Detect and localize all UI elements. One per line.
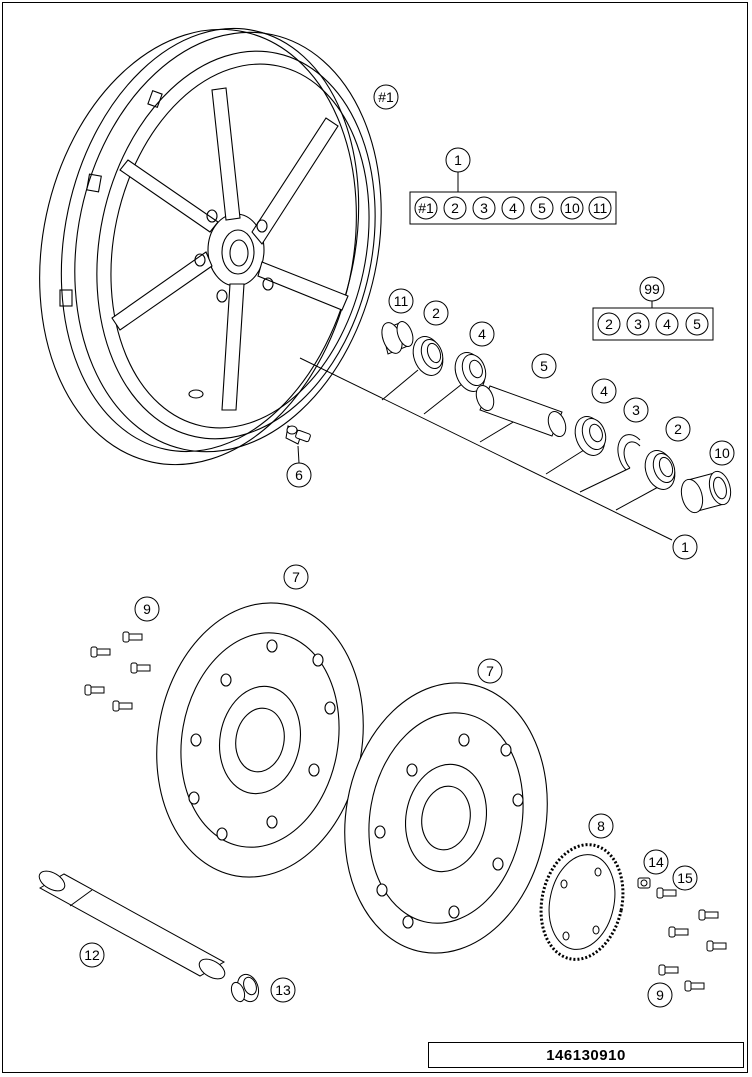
svg-text:4: 4 — [663, 316, 671, 332]
spacer-part-10 — [680, 470, 732, 514]
svg-text:5: 5 — [693, 316, 701, 332]
abs-ring-part-8 — [539, 843, 625, 961]
spacer-tube-part-5 — [475, 384, 567, 438]
kit-item-4: 5 — [685, 312, 709, 336]
kit-item-1: 2 — [597, 312, 621, 336]
svg-text:4: 4 — [600, 383, 608, 399]
kit-item-3: 4 — [655, 312, 679, 336]
callout-screws-9-right: 9 — [647, 982, 673, 1008]
document-number-box: 146130910 — [428, 1042, 744, 1068]
callout-wheel: #1 — [373, 84, 399, 110]
callout-screw-15: 15 — [672, 865, 698, 891]
svg-text:1: 1 — [681, 539, 689, 555]
svg-text:3: 3 — [480, 200, 488, 216]
svg-text:#1: #1 — [418, 200, 434, 216]
circlip-part-3 — [617, 434, 641, 471]
set-item-6: 10 — [560, 196, 584, 220]
svg-text:12: 12 — [84, 947, 100, 963]
svg-text:4: 4 — [478, 326, 486, 342]
callout-disc-7-left: 7 — [283, 564, 309, 590]
set-item-4: 4 — [501, 196, 525, 220]
set-item-5: 5 — [530, 196, 554, 220]
seal-part-2-left — [412, 336, 444, 376]
svg-text:3: 3 — [634, 316, 642, 332]
svg-text:9: 9 — [656, 987, 664, 1003]
callout-seal-2-right: 2 — [665, 416, 691, 442]
svg-text:7: 7 — [486, 663, 494, 679]
svg-text:11: 11 — [593, 200, 608, 216]
svg-text:6: 6 — [295, 467, 303, 483]
set-item-2: 2 — [443, 196, 467, 220]
set-item-7: 11 — [588, 196, 612, 220]
svg-text:13: 13 — [275, 982, 291, 998]
svg-text:11: 11 — [394, 293, 409, 309]
svg-text:10: 10 — [714, 445, 730, 461]
set-item-3: 3 — [472, 196, 496, 220]
svg-text:1: 1 — [454, 152, 462, 168]
svg-text:7: 7 — [292, 569, 300, 585]
svg-text:8: 8 — [597, 818, 605, 834]
document-number: 146130910 — [546, 1046, 626, 1064]
callout-abs-ring-8: 8 — [588, 813, 614, 839]
callout-valve-6: 6 — [286, 445, 312, 488]
callout-sensor-14: 14 — [643, 849, 669, 875]
svg-text:10: 10 — [564, 200, 580, 216]
svg-text:2: 2 — [605, 316, 613, 332]
hub-parts-leader-lines — [299, 357, 673, 541]
screws-part-9-right — [658, 909, 727, 992]
screw-part-15 — [656, 887, 677, 899]
callout-tube-5: 5 — [531, 353, 557, 379]
spacer-part-11 — [381, 321, 414, 355]
brake-disc-right — [344, 682, 548, 954]
callout-circlip-3: 3 — [623, 397, 649, 423]
callout-nut-13: 13 — [270, 977, 296, 1003]
valve-part-6 — [285, 425, 311, 445]
kit-item-2: 3 — [626, 312, 650, 336]
svg-text:2: 2 — [451, 200, 459, 216]
svg-text:15: 15 — [677, 870, 693, 886]
callout-axle-12: 12 — [79, 942, 105, 968]
bearing-part-4-left — [454, 352, 487, 392]
callout-set-header: 1 — [445, 147, 471, 192]
bearing-part-4-right — [574, 416, 607, 456]
svg-text:9: 9 — [143, 601, 151, 617]
svg-text:14: 14 — [648, 854, 664, 870]
brake-disc-left — [156, 602, 364, 878]
callout-bearing-4-left: 4 — [469, 321, 495, 347]
svg-text:5: 5 — [540, 358, 548, 374]
svg-text:#1: #1 — [378, 89, 394, 105]
svg-text:2: 2 — [674, 421, 682, 437]
set-item-1: #1 — [414, 196, 438, 220]
callout-disc-7-right: 7 — [477, 658, 503, 684]
front-wheel-rim — [39, 27, 382, 466]
seal-part-2-right — [644, 450, 676, 490]
nut-part-13 — [230, 973, 260, 1003]
svg-text:4: 4 — [509, 200, 517, 216]
callout-seal-2-left: 2 — [423, 300, 449, 326]
callout-spacer-11: 11 — [388, 288, 414, 314]
svg-text:99: 99 — [644, 281, 660, 297]
svg-text:2: 2 — [432, 305, 440, 321]
callout-assembly-1: 1 — [672, 534, 698, 560]
callout-spacer-10: 10 — [709, 440, 735, 466]
svg-text:3: 3 — [632, 402, 640, 418]
sensor-part-14 — [637, 877, 651, 889]
callout-bearing-4-right: 4 — [591, 378, 617, 404]
screws-part-9-left — [84, 631, 151, 712]
axle-part-12 — [38, 870, 226, 980]
callout-kit-header: 99 — [639, 276, 665, 308]
callout-screws-9-left: 9 — [134, 596, 160, 622]
svg-text:5: 5 — [538, 200, 546, 216]
